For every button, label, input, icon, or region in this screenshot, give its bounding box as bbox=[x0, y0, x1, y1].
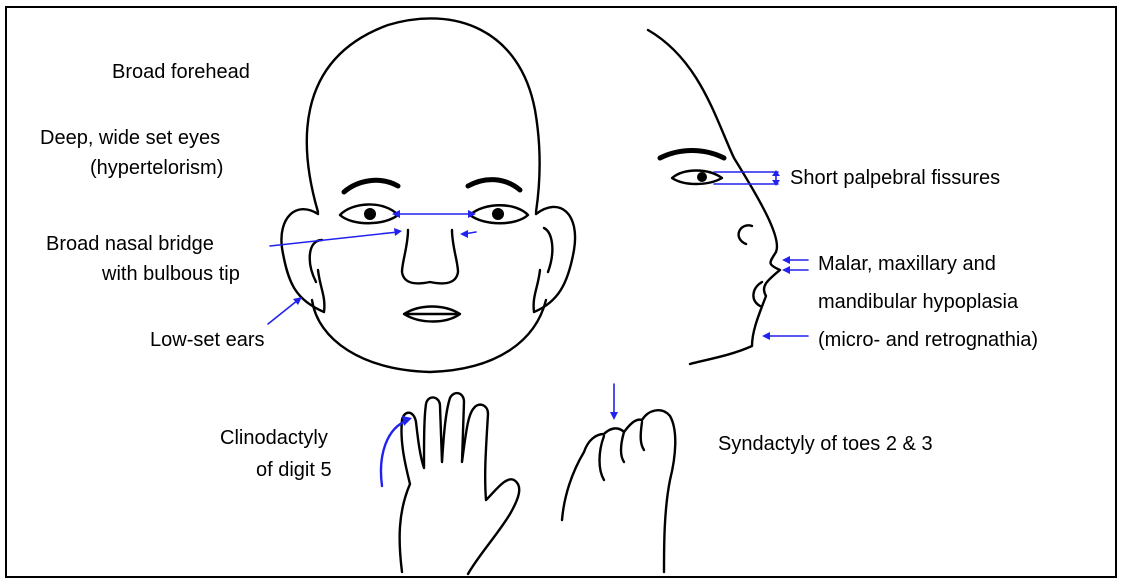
profile-lips bbox=[753, 282, 762, 306]
label-malar-line2: mandibular hypoplasia bbox=[818, 288, 1018, 316]
right-ear-inner bbox=[544, 228, 552, 272]
label-clino-line1: Clinodactyly bbox=[220, 424, 328, 452]
profile-face bbox=[648, 30, 780, 364]
nose bbox=[402, 230, 458, 283]
label-broad-forehead: Broad forehead bbox=[112, 58, 250, 86]
arrowhead bbox=[772, 170, 780, 176]
right-ear bbox=[534, 207, 575, 312]
profile-pupil bbox=[697, 172, 707, 182]
toe-line-3 bbox=[641, 422, 644, 450]
arrowhead bbox=[610, 412, 618, 420]
left-ear bbox=[281, 209, 324, 312]
left-eyebrow bbox=[344, 180, 398, 192]
profile-nostril bbox=[739, 225, 752, 244]
arrowhead bbox=[460, 230, 468, 238]
label-nasal-line2: with bulbous tip bbox=[102, 260, 240, 288]
mouth bbox=[404, 307, 460, 322]
toe-line-2 bbox=[621, 432, 624, 462]
arrowhead bbox=[782, 266, 790, 274]
left-pupil bbox=[364, 208, 376, 220]
foot bbox=[562, 410, 675, 572]
arrowhead bbox=[782, 256, 790, 264]
label-nasal-line1: Broad nasal bridge bbox=[46, 230, 214, 258]
arrowhead bbox=[394, 228, 402, 236]
jaw-outline bbox=[312, 300, 546, 372]
label-short-palpebral: Short palpebral fissures bbox=[790, 164, 1000, 192]
hand-outline bbox=[400, 393, 520, 574]
left-ear-inner bbox=[310, 240, 322, 282]
hand bbox=[400, 393, 520, 574]
label-low-set-ears: Low-set ears bbox=[150, 326, 265, 354]
label-syndactyly: Syndactyly of toes 2 & 3 bbox=[718, 430, 933, 458]
arrowhead bbox=[762, 332, 770, 340]
foot-outline bbox=[562, 410, 675, 572]
arrowhead bbox=[402, 416, 412, 426]
label-clino-line2: of digit 5 bbox=[256, 456, 332, 484]
label-deep-eyes-line1: Deep, wide set eyes bbox=[40, 124, 220, 152]
arrowhead bbox=[772, 180, 780, 186]
ear-arrow bbox=[268, 300, 298, 324]
label-malar-line3: (micro- and retrognathia) bbox=[818, 326, 1038, 354]
nasal-arrow-left bbox=[270, 232, 398, 246]
right-eyebrow bbox=[468, 180, 520, 190]
toe-line-1 bbox=[600, 436, 605, 480]
label-deep-eyes-line2: (hypertelorism) bbox=[90, 154, 223, 182]
profile-outline bbox=[648, 30, 780, 364]
right-pupil bbox=[492, 208, 504, 220]
label-malar-line1: Malar, maxillary and bbox=[818, 250, 996, 278]
profile-eyebrow bbox=[660, 151, 724, 159]
frontal-face bbox=[281, 18, 575, 372]
